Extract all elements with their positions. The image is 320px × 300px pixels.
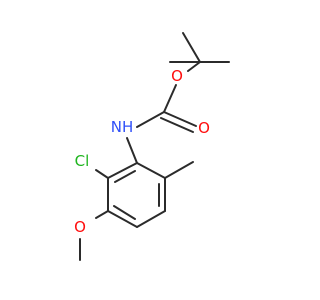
- ring-bond-1: [136, 162, 166, 179]
- structure-canvas: NH O O Cl O: [74, 32, 230, 261]
- bond-ring-methyl: [164, 161, 194, 179]
- atom-label-nh: NH: [111, 118, 134, 136]
- atom-label-o-carbonyl: O: [198, 119, 210, 137]
- ring-bond-6: [107, 162, 138, 179]
- bond-c-o-double-1: [163, 111, 197, 127]
- atom-label-o-ester: O: [171, 67, 183, 85]
- ring-inner-bond-2: [113, 205, 136, 220]
- bond-n-ring: [126, 137, 138, 164]
- bond-c-n: [136, 111, 165, 128]
- bond-ring-o-methoxy: [95, 210, 109, 219]
- molecule-drawing: NH O O Cl O: [74, 32, 230, 261]
- bond-tbu-methyl-top: [182, 32, 201, 63]
- bond-tbu-o: [187, 61, 201, 72]
- ring-bond-3: [136, 210, 166, 228]
- atom-label-o-methoxy: O: [74, 218, 86, 236]
- ring-bond-4: [107, 210, 138, 228]
- bond-o-carbonyl-c: [163, 84, 177, 113]
- atom-label-cl: Cl: [75, 152, 90, 170]
- ring-inner-bond-3: [114, 170, 136, 183]
- bond-ring-cl: [95, 169, 109, 179]
- bond-c-o-double-2: [160, 117, 194, 133]
